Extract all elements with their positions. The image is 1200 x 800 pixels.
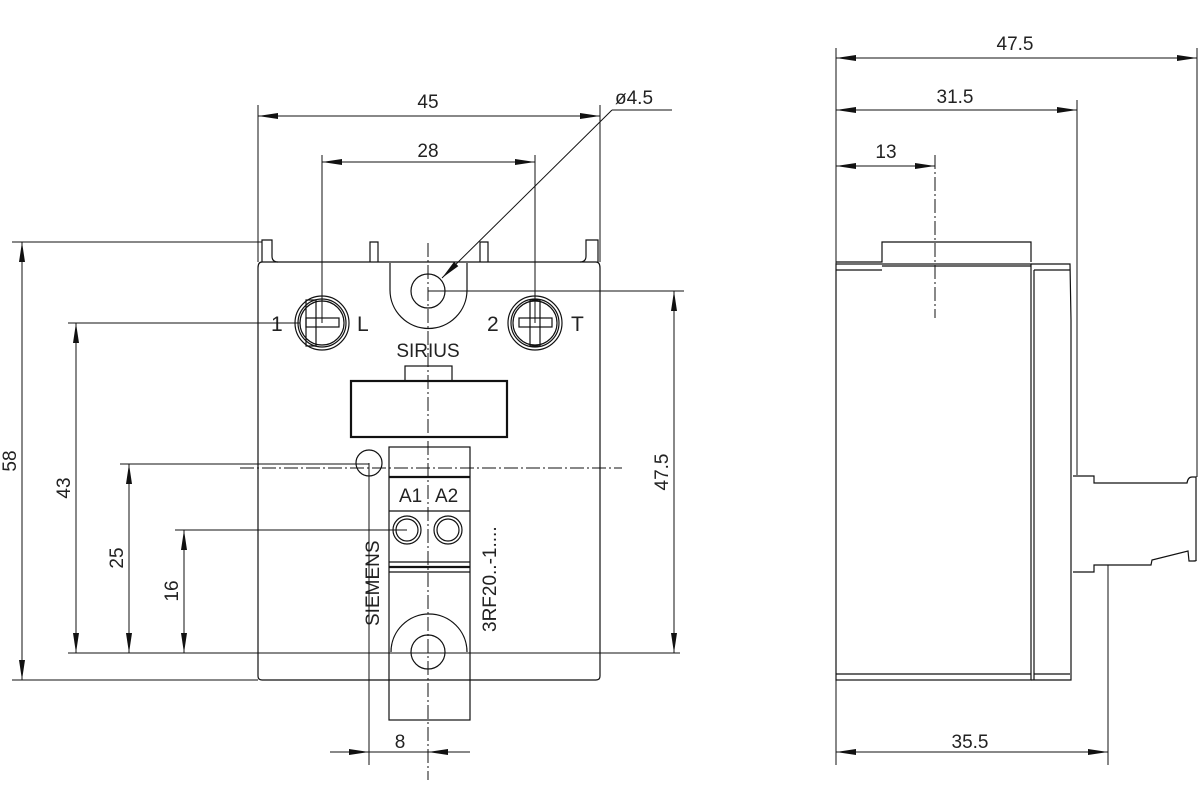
dim-28: 28	[321, 141, 536, 323]
dim-47-5-front: 47.5	[428, 290, 684, 653]
terminal-1-label: L	[357, 313, 369, 336]
dim-13: 13	[836, 142, 935, 169]
svg-text:43: 43	[54, 477, 75, 498]
housing	[257, 239, 601, 681]
dim-25: 25	[107, 463, 369, 653]
terminal-1-number: 1	[271, 313, 283, 336]
svg-text:47.5: 47.5	[997, 34, 1034, 55]
sirius-logo: SIRIUS	[396, 341, 459, 362]
dim-58: 58	[0, 241, 262, 681]
svg-text:58: 58	[0, 450, 21, 471]
dim-16: 16	[162, 529, 407, 653]
svg-text:35.5: 35.5	[952, 732, 989, 753]
side-view: 47.5 31.5 13 35.5	[835, 34, 1198, 765]
terminal-a1-label: A1	[399, 486, 422, 507]
svg-text:45: 45	[417, 92, 438, 113]
model-number: 3RF20..-1....	[480, 526, 501, 632]
svg-text:28: 28	[417, 141, 438, 162]
svg-text:16: 16	[162, 580, 183, 601]
terminal-a2-label: A2	[435, 486, 458, 507]
svg-text:25: 25	[107, 547, 128, 568]
terminal-2-number: 2	[487, 313, 499, 336]
svg-text:8: 8	[395, 732, 406, 753]
dim-45: 45	[257, 92, 601, 262]
side-terminal-protrusion	[1073, 475, 1197, 573]
dim-35-5: 35.5	[836, 565, 1109, 765]
svg-text:ø4.5: ø4.5	[615, 88, 653, 109]
svg-text:31.5: 31.5	[937, 87, 974, 108]
svg-text:47.5: 47.5	[652, 454, 673, 491]
dim-8: 8	[330, 463, 470, 765]
dim-31-5: 31.5	[836, 87, 1078, 475]
svg-text:13: 13	[875, 142, 896, 163]
dim-43: 43	[54, 322, 680, 654]
heat-sink-window	[349, 365, 509, 439]
dim-hole-diameter: ø4.5	[441, 88, 672, 279]
siemens-logo: SIEMENS	[363, 540, 384, 626]
side-housing	[835, 241, 1072, 681]
terminal-2-label: T	[571, 313, 584, 336]
front-view: 1 L 2 T SIRIUS A1 A2 SIEMENS 3RF20..-1..…	[0, 88, 684, 780]
